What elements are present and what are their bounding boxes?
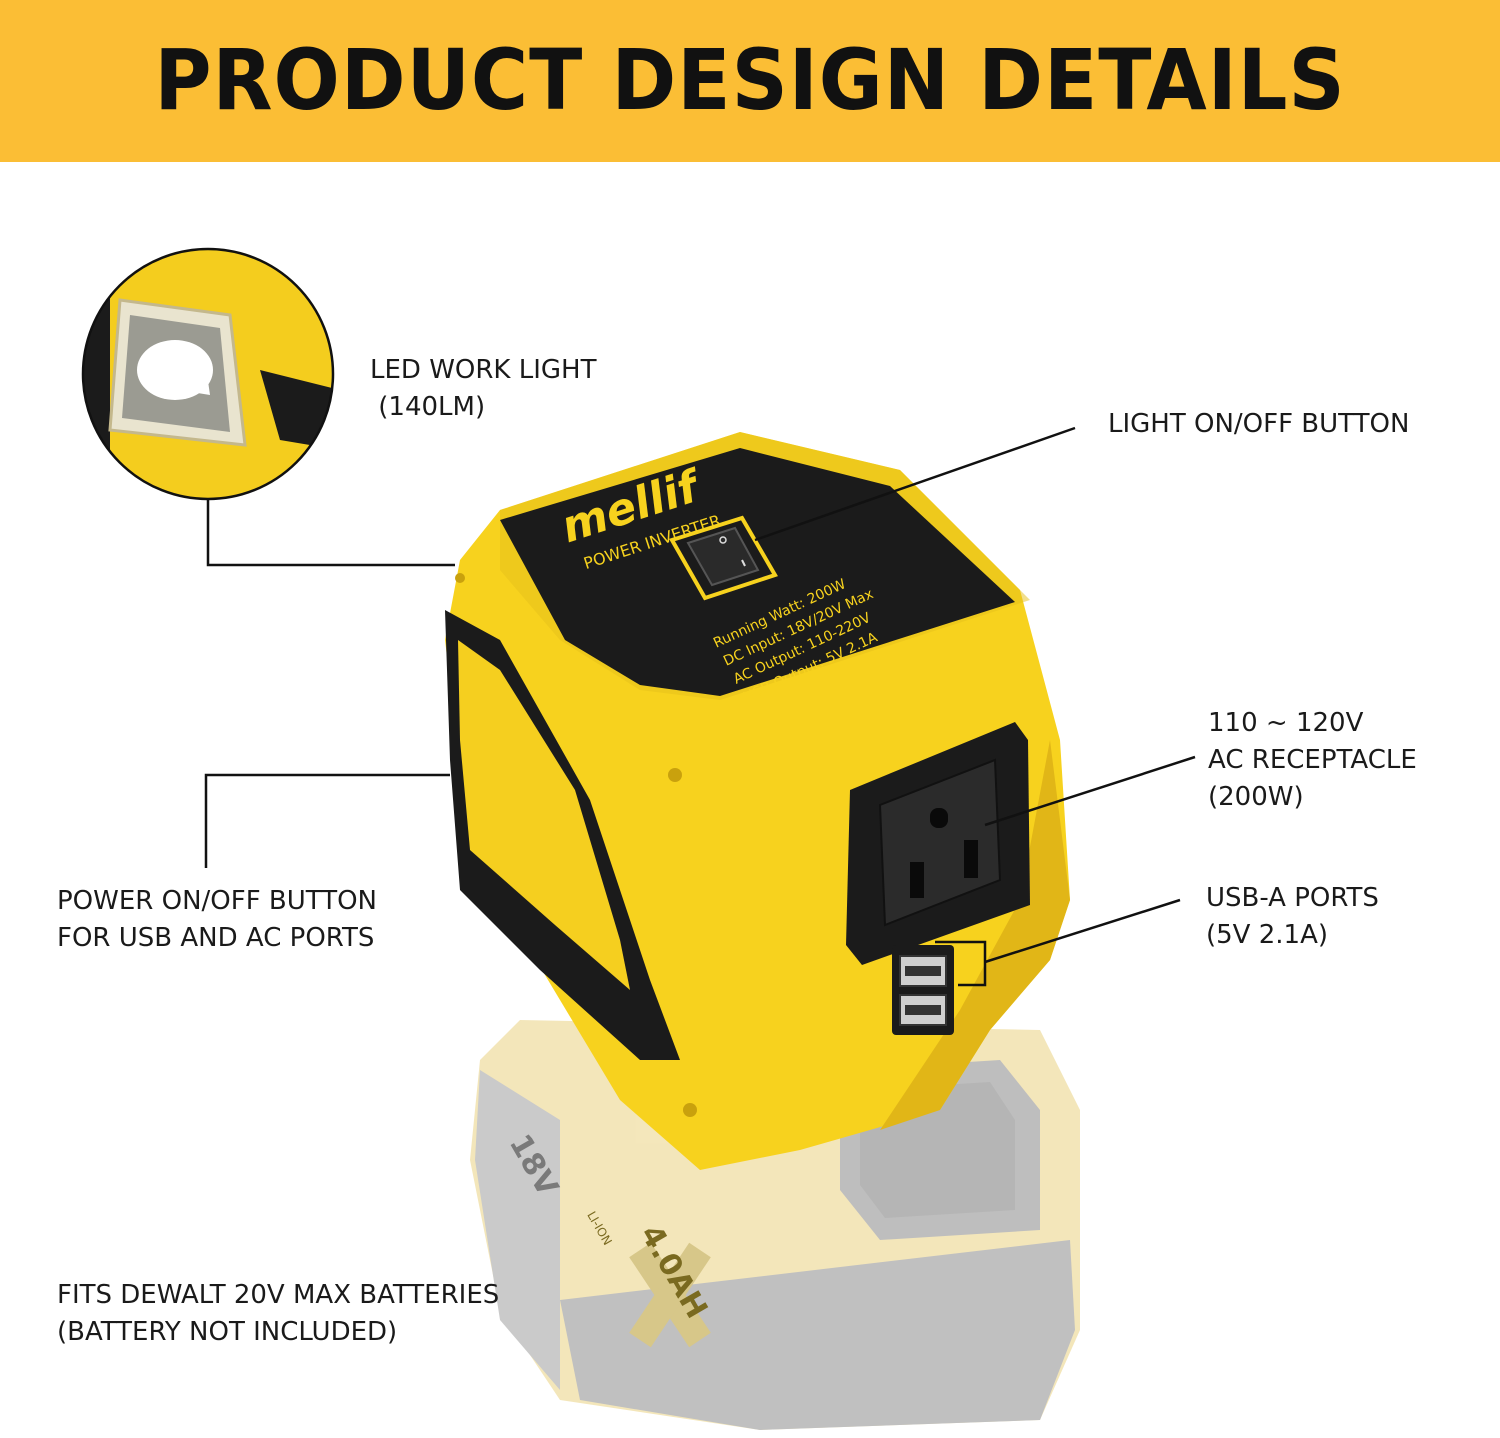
ac-label-line2: AC RECEPTACLE (1208, 745, 1417, 775)
light-toggle-switch[interactable] (669, 515, 778, 601)
control-panel (500, 448, 1015, 696)
header-banner: PRODUCT DESIGN DETAILS (0, 0, 1500, 162)
light-button-label-line1: LIGHT ON/OFF BUTTON (1108, 409, 1410, 439)
led-label-line1: LED WORK LIGHT (370, 355, 597, 385)
ac-receptacle[interactable] (846, 722, 1030, 965)
callout-lines (204, 426, 1196, 964)
power-label-line1: POWER ON/OFF BUTTON (57, 886, 378, 916)
power-button-label: POWER ON/OFF BUTTON FOR USB AND AC PORTS (57, 883, 377, 957)
led-light-zoom (81, 247, 335, 501)
usb-ports[interactable] (892, 945, 954, 1035)
usb-ports-label: USB-A PORTS (5V 2.1A) (1206, 880, 1379, 954)
ac-label-line3: (200W) (1208, 782, 1304, 812)
ac-label-line1: 110 ~ 120V (1208, 708, 1364, 738)
usb-label-line2: (5V 2.1A) (1206, 920, 1329, 950)
battery-label-line1: FITS DEWALT 20V MAX BATTERIES (57, 1280, 500, 1310)
battery-label: FITS DEWALT 20V MAX BATTERIES (BATTERY N… (57, 1277, 499, 1351)
battery-label-line2: (BATTERY NOT INCLUDED) (57, 1317, 398, 1347)
ac-receptacle-label: 110 ~ 120V AC RECEPTACLE (200W) (1208, 705, 1417, 816)
led-label-line2: (140LM) (370, 392, 486, 422)
page-title: PRODUCT DESIGN DETAILS (154, 32, 1346, 130)
light-button-label: LIGHT ON/OFF BUTTON (1108, 406, 1409, 443)
usb-label-line1: USB-A PORTS (1206, 883, 1379, 913)
led-work-light-label: LED WORK LIGHT (140LM) (370, 352, 596, 426)
power-label-line2: FOR USB AND AC PORTS (57, 923, 375, 953)
